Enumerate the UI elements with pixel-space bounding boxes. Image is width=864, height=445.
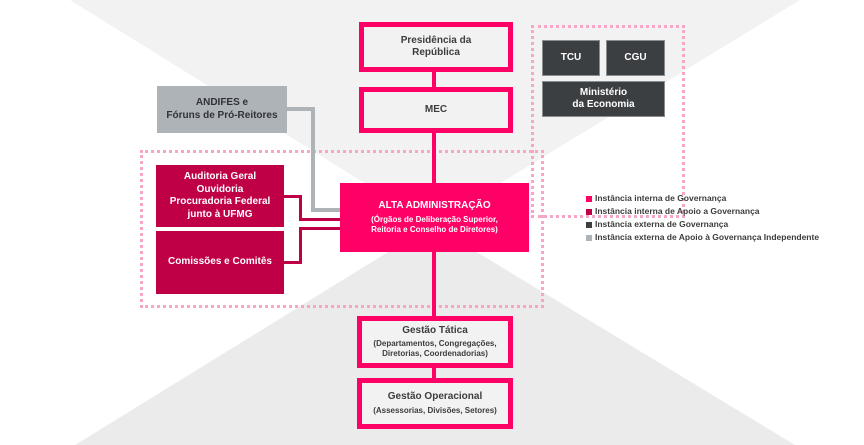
cgu-label: CGU: [624, 51, 647, 63]
node-auditoria[interactable]: Auditoria Geral Ouvidoria Procuradoria F…: [156, 165, 284, 227]
legend-item: Instância externa de Apoio à Governança …: [586, 231, 819, 244]
auditoria-line-4: junto à UFMG: [187, 208, 253, 220]
mec-label: MEC: [424, 103, 448, 115]
alta-line-1: (Órgãos de Deliberação Superior,: [371, 215, 498, 225]
connector-andifes-v: [311, 107, 315, 212]
tcu-label: TCU: [560, 51, 582, 63]
node-gestao-operacional[interactable]: Gestão Operacional (Assessorias, Divisõe…: [357, 378, 513, 429]
legend-label: Instância externa de Apoio à Governança …: [595, 232, 820, 242]
connector-comissoes-v: [299, 227, 302, 264]
ministerio-line-2: da Economia: [572, 99, 635, 110]
legend-label: Instância interna de Apoio a Governança: [595, 206, 760, 216]
connector-auditoria-h1: [283, 195, 301, 198]
legend-item: Instância interna de Governança: [586, 192, 819, 205]
connector-comissoes-h2: [283, 261, 302, 264]
legend-item: Instância interna de Apoio a Governança: [586, 205, 819, 218]
connector-andifes-h1: [287, 107, 315, 111]
auditoria-line-1: Auditoria Geral: [183, 171, 257, 182]
legend-swatch-icon: [586, 234, 592, 241]
auditoria-line-2: Ouvidoria: [196, 183, 244, 195]
node-tcu[interactable]: TCU: [542, 40, 600, 76]
operacional-title: Gestão Operacional: [387, 391, 483, 403]
presidencia-line-1: Presidência da: [400, 34, 472, 46]
legend: Instância interna de Governança Instânci…: [586, 192, 819, 244]
connector-auditoria-v: [299, 195, 302, 221]
connector-comissoes-h1: [299, 227, 341, 230]
tatica-title: Gestão Tática: [402, 324, 468, 336]
legend-swatch-icon: [586, 195, 592, 202]
node-ministerio[interactable]: Ministério da Economia: [542, 81, 665, 117]
andifes-line-1: ANDIFES e: [195, 97, 249, 108]
auditoria-line-3: Procuradoria Federal: [169, 196, 271, 207]
external-governance-frame: [531, 25, 685, 218]
tatica-line-1: (Departamentos, Congregações,: [373, 339, 497, 349]
node-alta-administracao[interactable]: ALTA ADMINISTRAÇÃO (Órgãos de Deliberaçã…: [340, 183, 529, 252]
node-mec[interactable]: MEC: [359, 87, 513, 133]
legend-item: Instância externa de Governança: [586, 218, 819, 231]
node-andifes[interactable]: ANDIFES e Fóruns de Pró-Reitores: [157, 86, 287, 133]
connector-andifes-h2: [311, 208, 341, 212]
operacional-line-1: (Assessorias, Divisões, Setores): [373, 405, 497, 415]
node-gestao-tatica[interactable]: Gestão Tática (Departamentos, Congregaçõ…: [357, 316, 513, 368]
presidencia-line-2: República: [412, 47, 460, 58]
alta-title: ALTA ADMINISTRAÇÃO: [378, 199, 491, 211]
ministerio-line-1: Ministério: [579, 86, 628, 98]
connector-auditoria-h2: [299, 218, 341, 221]
connector-presidencia-mec: [432, 70, 436, 90]
andifes-line-2: Fóruns de Pró-Reitores: [166, 109, 278, 121]
legend-swatch-icon: [586, 208, 592, 215]
legend-swatch-icon: [586, 221, 592, 228]
connector-mec-alta: [432, 130, 436, 188]
connector-alta-tatica: [432, 240, 436, 322]
node-comissoes[interactable]: Comissões e Comitês: [156, 231, 284, 294]
legend-label: Instância externa de Governança: [595, 219, 729, 229]
connector-tatica-operacional: [432, 368, 436, 380]
node-cgu[interactable]: CGU: [606, 40, 665, 76]
tatica-line-2: Diretorias, Coordenadorias): [382, 349, 488, 359]
comissoes-label: Comissões e Comitês: [168, 256, 272, 268]
internal-support-frame: [140, 150, 544, 308]
node-presidencia[interactable]: Presidência da República: [359, 22, 513, 72]
alta-line-2: Reitoria e Conselho de Diretores): [371, 225, 498, 235]
legend-label: Instância interna de Governança: [595, 193, 727, 203]
